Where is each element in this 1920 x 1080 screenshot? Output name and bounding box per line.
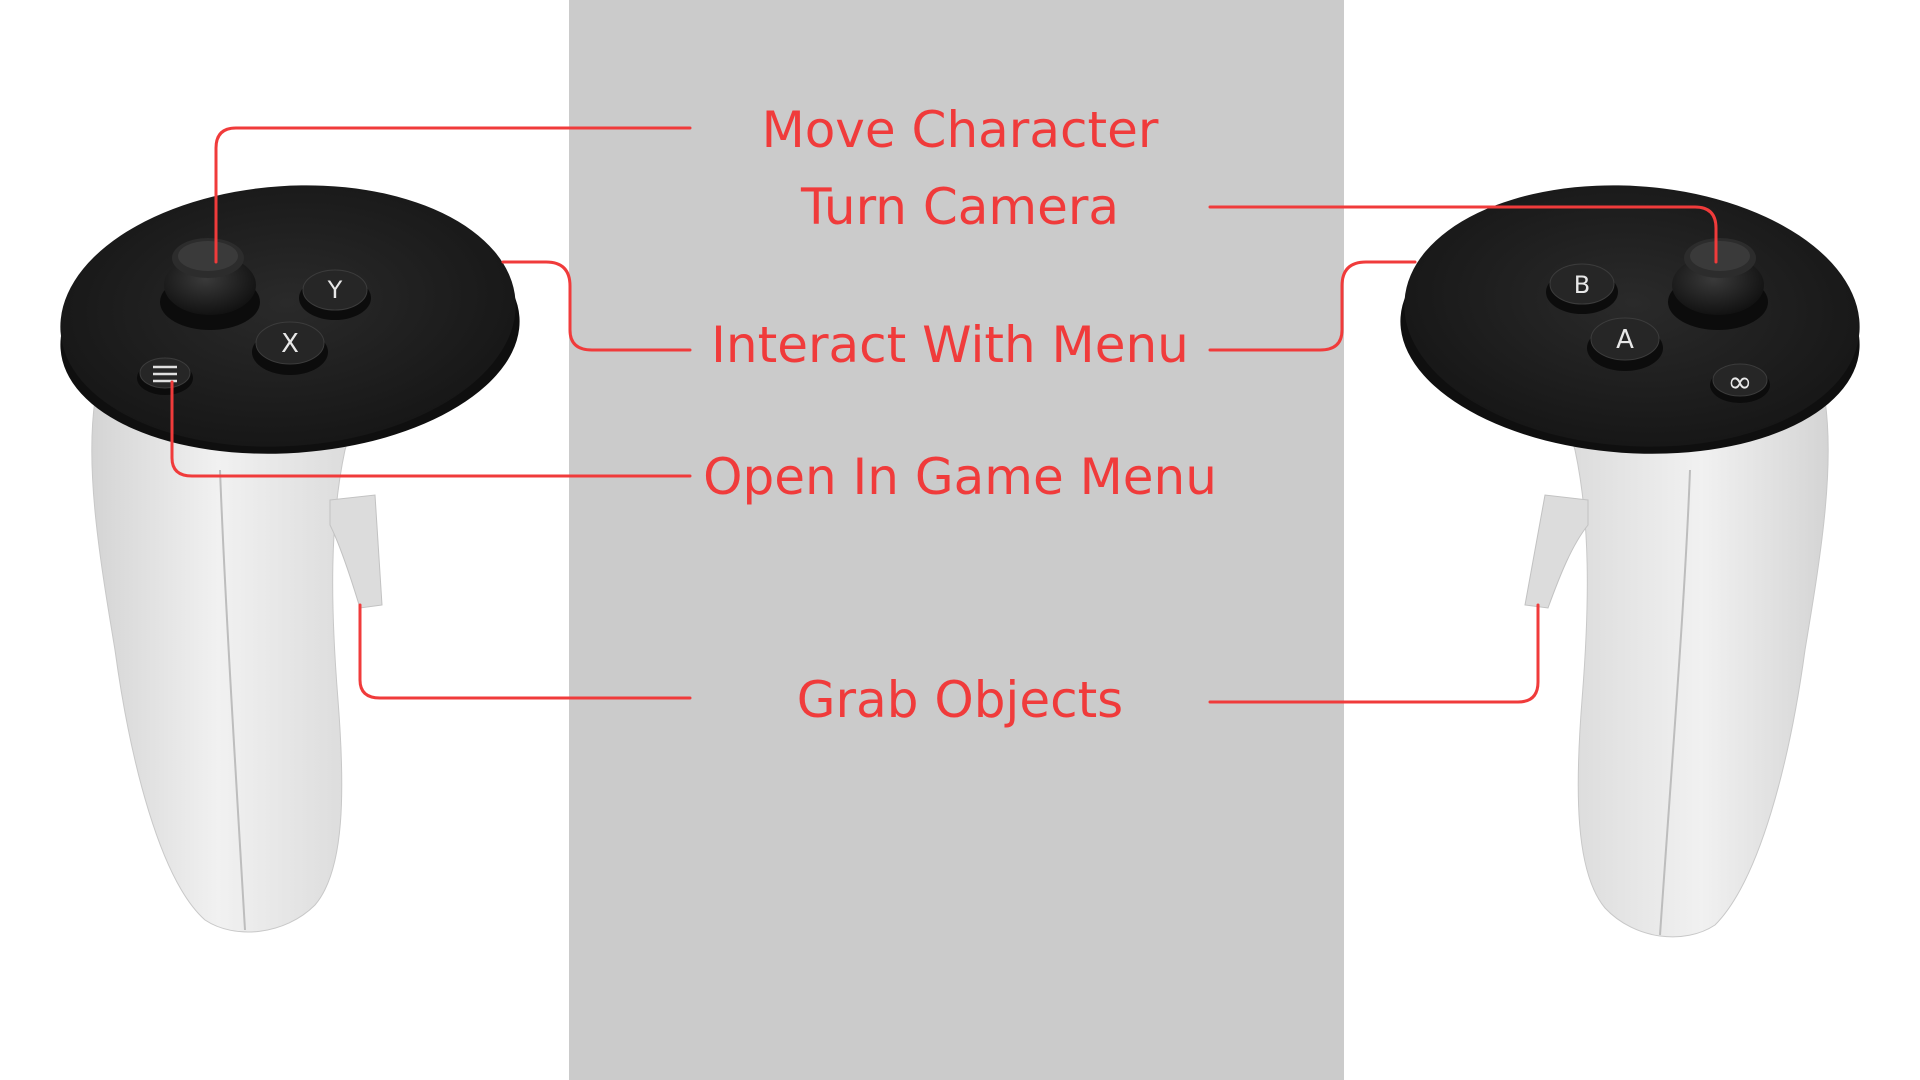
a-button-label: A <box>1616 325 1634 355</box>
label-turn-camera: Turn Camera <box>800 178 1120 236</box>
callout-turn-camera <box>1208 205 1718 264</box>
label-move-character: Move Character <box>761 101 1159 159</box>
left-grip <box>91 359 374 933</box>
x-button[interactable]: X <box>252 321 328 375</box>
callout-grab-right <box>1208 603 1540 704</box>
callout-open-menu <box>170 380 692 478</box>
label-open-in-game-menu: Open In Game Menu <box>703 448 1217 506</box>
label-grab-objects: Grab Objects <box>796 671 1124 729</box>
oculus-icon: ∞ <box>1728 365 1753 400</box>
center-panel <box>569 0 1344 1080</box>
y-button-label: Y <box>327 276 343 304</box>
x-button-label: X <box>281 329 299 359</box>
menu-button[interactable] <box>137 357 193 395</box>
right-thumbstick[interactable] <box>1668 238 1768 330</box>
right-grip-trigger <box>1524 494 1589 609</box>
left-grip-trigger <box>329 494 383 609</box>
left-controller: Y X <box>60 185 520 933</box>
right-grip <box>1546 359 1829 938</box>
b-button-label: B <box>1574 271 1590 299</box>
right-controller: B A ∞ <box>1400 185 1860 938</box>
oculus-button[interactable]: ∞ <box>1710 363 1770 403</box>
left-thumbstick[interactable] <box>160 238 260 330</box>
b-button[interactable]: B <box>1546 263 1618 314</box>
callout-interact-left <box>501 260 692 352</box>
callout-move-character <box>214 126 692 264</box>
callout-interact-right <box>1208 260 1417 352</box>
callout-lines <box>170 126 1718 704</box>
y-button[interactable]: Y <box>299 269 371 320</box>
a-button[interactable]: A <box>1587 317 1663 371</box>
callout-grab-left <box>358 603 692 700</box>
label-interact-with-menu: Interact With Menu <box>711 316 1189 374</box>
